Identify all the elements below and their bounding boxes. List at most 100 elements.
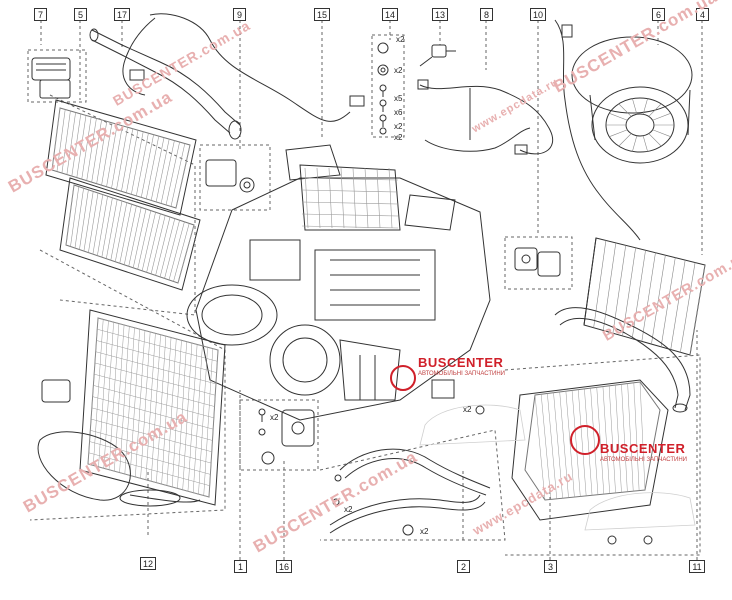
hatch-line <box>571 390 581 497</box>
hatch-line <box>129 329 140 476</box>
callout-6[interactable]: 6 <box>652 8 665 21</box>
hatch-line <box>198 347 208 495</box>
callout-9[interactable]: 9 <box>233 8 246 21</box>
hatch-line <box>56 109 66 172</box>
part-17-duct <box>89 28 242 140</box>
hatch-line <box>547 393 558 499</box>
hatch-line <box>159 218 176 277</box>
mult-14b: x2 <box>394 66 403 75</box>
hatch-line <box>106 199 118 259</box>
hatch-line <box>150 334 161 482</box>
hatch-line <box>90 430 212 464</box>
hatch-line <box>553 392 563 499</box>
hatch-line <box>101 197 113 258</box>
hatch-line <box>132 208 147 268</box>
hatch-line <box>192 345 203 493</box>
hatch-line <box>160 140 175 204</box>
mult-14e: x2 <box>394 122 403 131</box>
logo-silhouettes <box>419 404 696 531</box>
hatch-line <box>203 348 214 496</box>
brand-logo: BUSCENTER АВТОМОБІЛЬНІ ЗАПЧАСТИНИ <box>418 354 505 377</box>
hatch-line <box>602 242 617 331</box>
part-7-resistor <box>31 57 71 99</box>
callout-4[interactable]: 4 <box>696 8 709 21</box>
hatch-line <box>106 124 118 187</box>
callout-5[interactable]: 5 <box>74 8 87 21</box>
callout-14[interactable]: 14 <box>382 8 398 21</box>
part-10-actuator <box>514 247 561 277</box>
hatch-line <box>146 213 161 273</box>
hatch-line <box>76 115 87 178</box>
hatch-line <box>92 194 104 255</box>
mult-2b: x2 <box>344 505 353 514</box>
hatch-line <box>340 167 345 229</box>
part-16-valve <box>258 408 315 465</box>
hatch-line <box>670 260 686 350</box>
logo-mark-2 <box>570 425 600 455</box>
part-9-actuator <box>205 159 255 193</box>
hatch-line <box>641 252 656 342</box>
hatch-line <box>652 129 671 137</box>
hatch-line <box>301 225 399 229</box>
hatch-line <box>95 351 216 385</box>
part-15-cable <box>122 13 365 122</box>
hatch-line <box>70 186 80 247</box>
hatch-line <box>119 326 130 473</box>
brand-tagline: АВТОМОБІЛЬНІ ЗАПЧАСТИНИ <box>600 457 687 463</box>
hatch-line <box>114 202 128 262</box>
hatch-line <box>652 113 671 121</box>
hatch-line <box>51 107 61 171</box>
hatch-line <box>602 386 610 494</box>
hatch-line <box>316 167 321 229</box>
hatch-line <box>156 336 167 483</box>
hatch-line <box>590 388 599 495</box>
hatch-line <box>96 340 217 373</box>
callout-12[interactable]: 12 <box>140 557 156 570</box>
callout-11[interactable]: 11 <box>689 560 705 573</box>
hatch-line <box>91 418 212 453</box>
callout-7[interactable]: 7 <box>34 8 47 21</box>
hatch-line <box>93 385 214 419</box>
callout-3[interactable]: 3 <box>544 560 557 573</box>
hatch-line <box>81 116 92 180</box>
hatch-line <box>177 341 187 489</box>
hatch-line <box>632 135 638 152</box>
part-11-hose <box>554 307 691 413</box>
callout-10[interactable]: 10 <box>530 8 546 21</box>
callout-16[interactable]: 16 <box>276 560 292 573</box>
hatch-line <box>627 383 634 492</box>
part-2-pipes <box>329 405 491 536</box>
hatch-line <box>83 191 94 252</box>
hatch-line <box>648 103 662 117</box>
hatch-line <box>559 391 569 498</box>
hatch-line <box>93 319 104 466</box>
hatch-line <box>642 135 648 152</box>
hatch-line <box>126 130 139 193</box>
hatch-line <box>140 331 151 479</box>
hatch-line <box>173 223 190 282</box>
hatch-line <box>639 381 646 491</box>
hatch-line <box>74 188 84 249</box>
callout-15[interactable]: 15 <box>314 8 330 21</box>
hatch-line <box>140 134 154 198</box>
hatch-line <box>680 262 696 353</box>
hatch-line <box>651 255 666 345</box>
hatch-line <box>92 396 214 430</box>
hatch-line <box>137 210 152 270</box>
callout-17[interactable]: 17 <box>114 8 130 21</box>
hatch-line <box>352 167 357 229</box>
hatch-line <box>87 463 210 498</box>
hatch-line <box>88 192 99 253</box>
callout-13[interactable]: 13 <box>432 8 448 21</box>
hatch-line <box>110 200 123 261</box>
hatch-line <box>166 338 177 486</box>
hatch-line <box>175 144 191 209</box>
callout-1[interactable]: 1 <box>234 560 247 573</box>
hatch-line <box>88 452 210 486</box>
hatch-line <box>618 133 632 147</box>
callout-8[interactable]: 8 <box>480 8 493 21</box>
hatch-line <box>596 387 605 495</box>
callout-2[interactable]: 2 <box>457 560 470 573</box>
hatch-line <box>621 384 628 492</box>
hatch-line <box>89 441 211 475</box>
